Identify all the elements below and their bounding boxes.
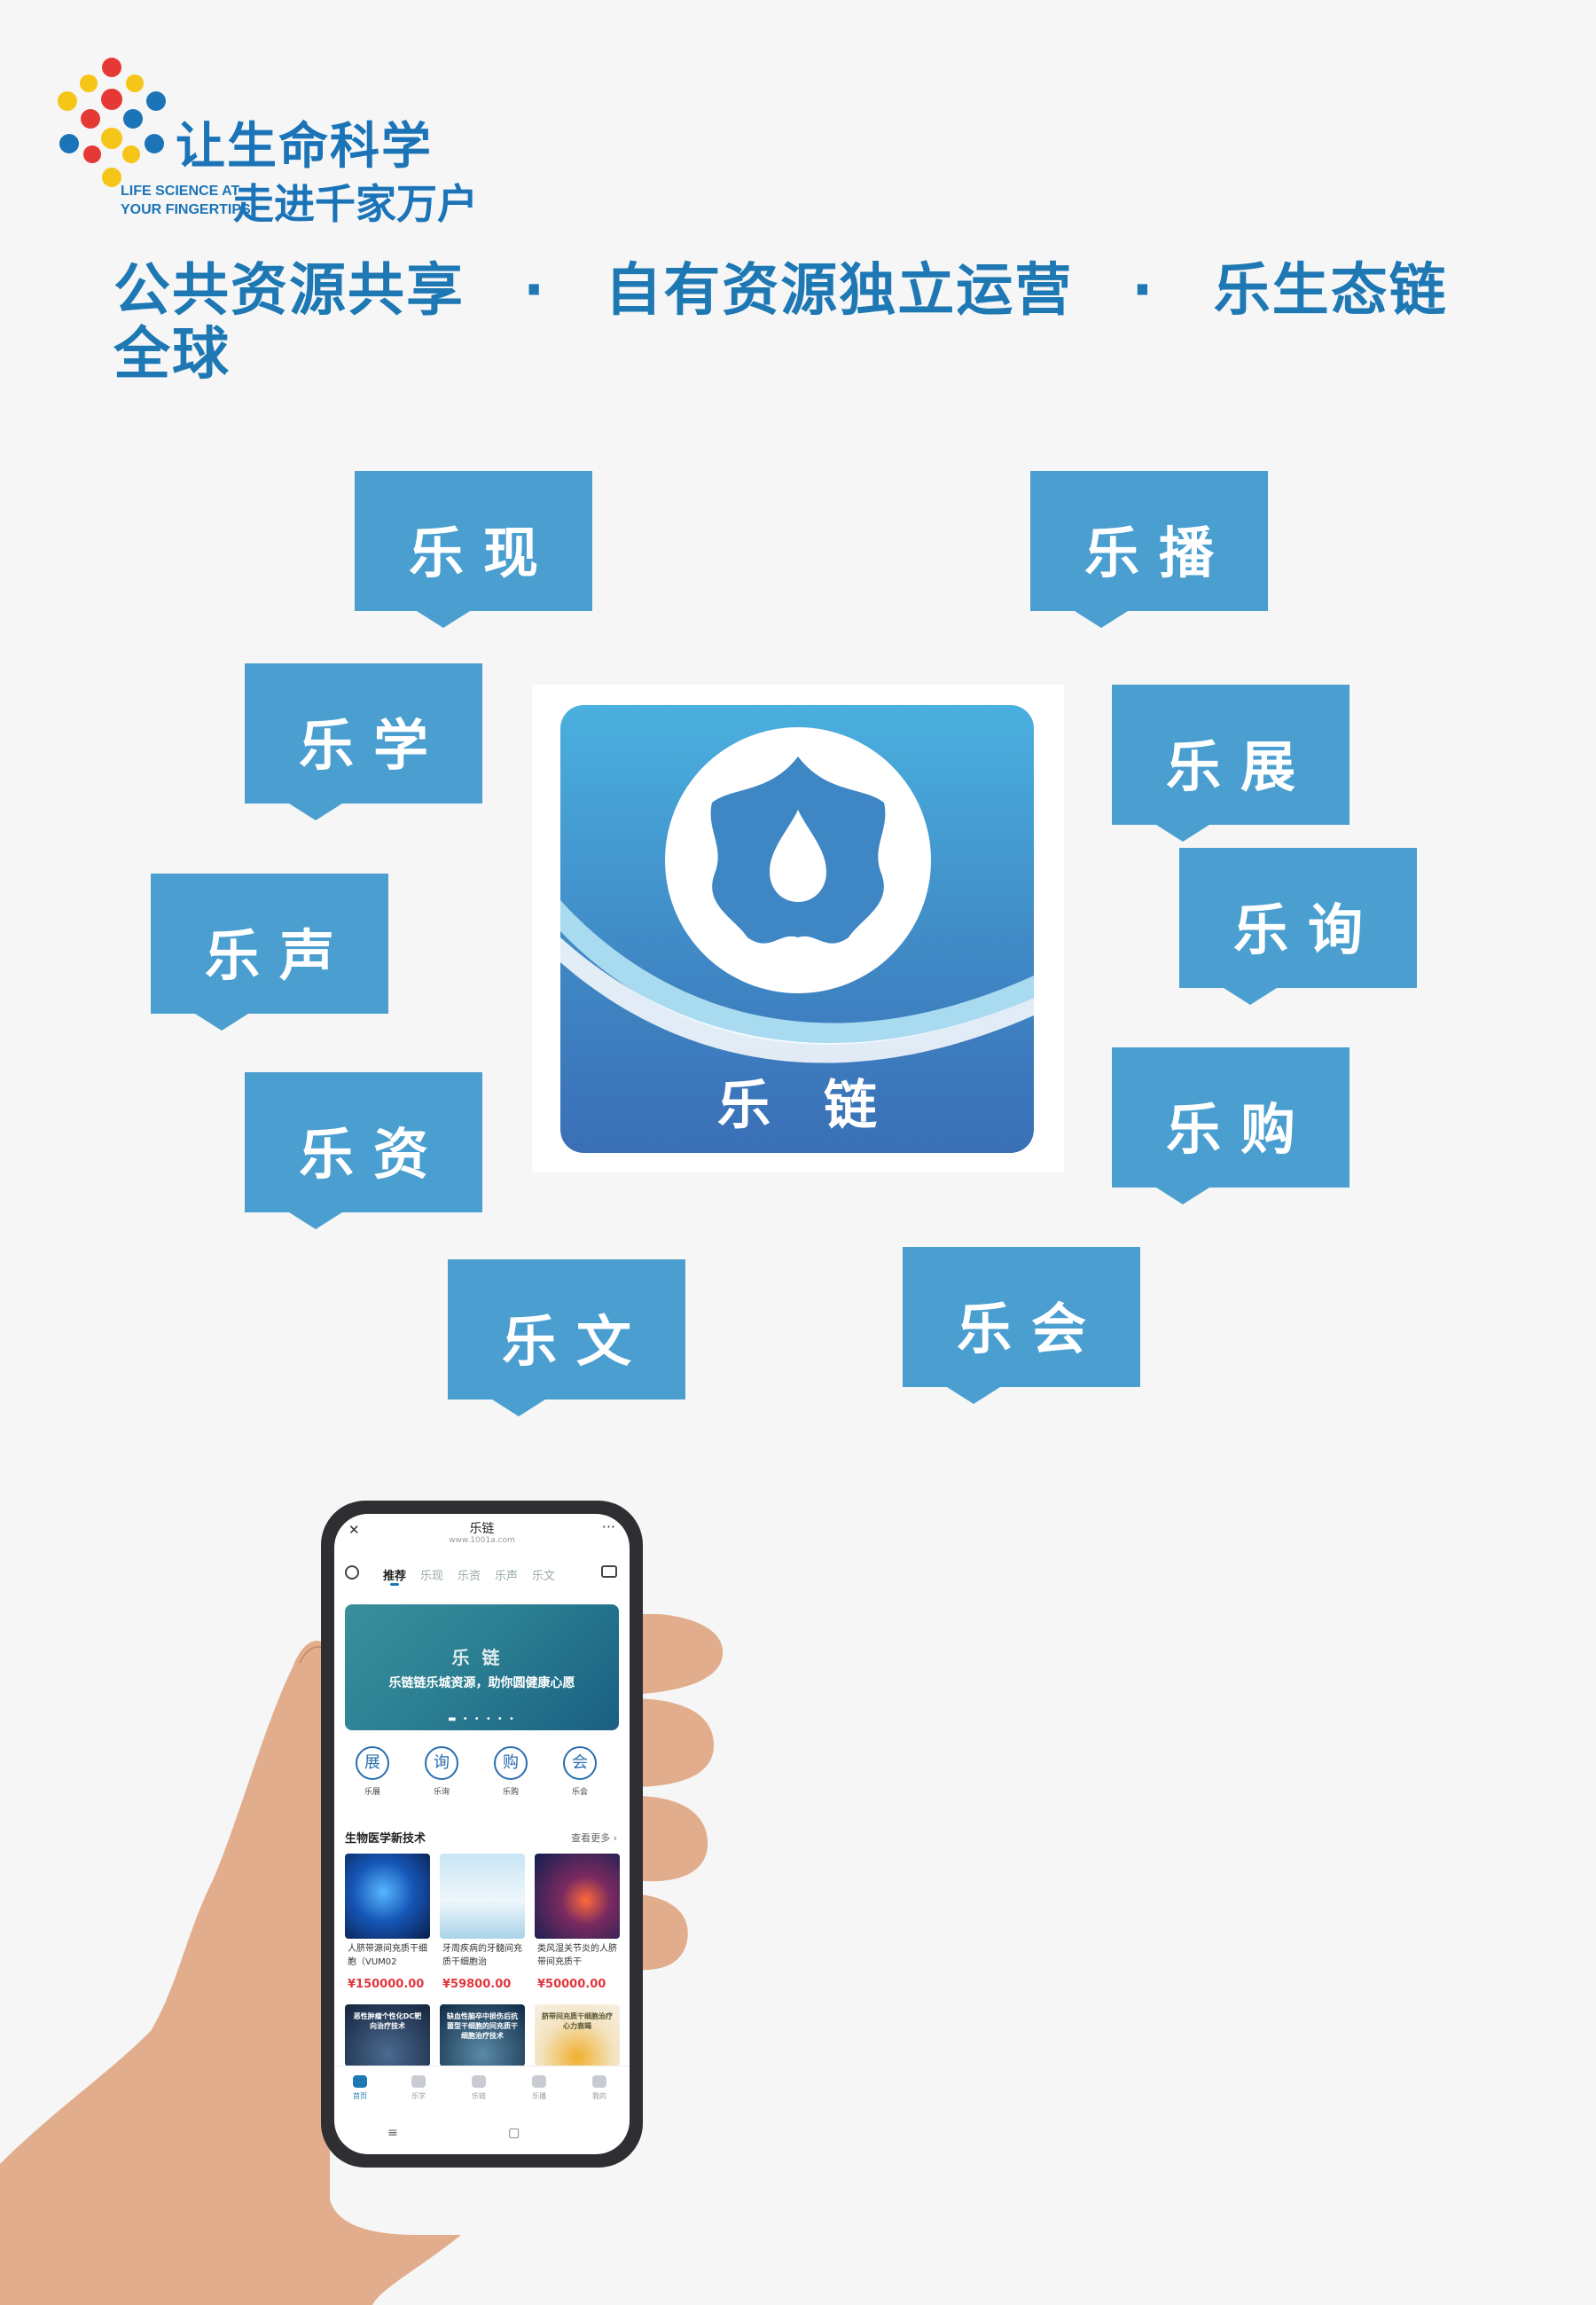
- shortcut-label: 乐询: [433, 1788, 450, 1797]
- active-tab-indicator: [390, 1583, 399, 1586]
- tag-le-xian[interactable]: 乐现: [355, 471, 592, 628]
- banner-text: 乐链链乐城资源，助你圆健康心愿: [388, 1676, 575, 1690]
- logo-english-line1: LIFE SCIENCE AT: [121, 184, 240, 199]
- product-title: 人脐带源间充质干细胞（VUM02: [348, 1944, 427, 1967]
- tag-le-xun[interactable]: 乐询: [1179, 848, 1417, 1005]
- shortcut-label: 乐购: [502, 1788, 519, 1797]
- logo-english-line2: YOUR FINGERTIPS: [121, 202, 251, 217]
- nav-label: 乐学: [411, 2092, 426, 2100]
- product-image: [535, 1854, 620, 1939]
- tag-label: 乐声: [204, 923, 354, 988]
- section-title: 生物医学新技术: [345, 1832, 426, 1846]
- tag-label: 乐资: [298, 1122, 448, 1187]
- product-image: [440, 1854, 525, 1939]
- tab-le-xian[interactable]: 乐现: [420, 1570, 444, 1583]
- tag-le-xue[interactable]: 乐学: [245, 663, 482, 820]
- see-more-link[interactable]: 查看更多 ›: [571, 1832, 617, 1844]
- product-title: 缺血性脑卒中损伤后抗菌型干细胞的间充质干细胞治疗技术: [447, 2012, 518, 2040]
- logo-slogan-line2: 走进千家万户: [233, 180, 478, 228]
- product-price: ¥59800.00: [442, 1978, 512, 1991]
- banner-logo: 乐链: [451, 1647, 512, 1668]
- tag-le-zi[interactable]: 乐资: [245, 1072, 482, 1229]
- product-card[interactable]: 脐带间充质干细胞治疗心力衰竭: [535, 2004, 620, 2066]
- app-logo-icon[interactable]: [560, 705, 1034, 1153]
- logo-english-slogan: LIFE SCIENCE AT YOUR FINGERTIPS: [121, 182, 251, 219]
- tag-le-zhan[interactable]: 乐展: [1112, 685, 1350, 842]
- shortcut-label: 乐展: [364, 1788, 380, 1797]
- tag-le-sheng[interactable]: 乐声: [151, 874, 388, 1031]
- nav-le-bo[interactable]: 乐播: [517, 2075, 561, 2101]
- product-card[interactable]: 类风湿关节炎的人脐带间充质干 ¥50000.00: [535, 1854, 620, 1997]
- tab-le-wen[interactable]: 乐文: [532, 1570, 556, 1583]
- molecule-logo-icon: [58, 58, 166, 187]
- tag-label: 乐学: [298, 713, 448, 778]
- phone-screen: ✕ 乐链 www.1001a.com ··· 推荐 乐现 乐资 乐声 乐文 乐链…: [334, 1514, 630, 2154]
- product-price: ¥50000.00: [537, 1978, 606, 1991]
- nav-label: 乐链: [472, 2092, 486, 2100]
- more-icon[interactable]: ···: [601, 1518, 615, 1535]
- menu-icon[interactable]: [345, 1565, 359, 1580]
- app-name-label: 乐链: [717, 1075, 930, 1137]
- product-title: 类风湿关节炎的人脐带间充质干: [537, 1944, 617, 1967]
- tag-label: 乐购: [1165, 1097, 1315, 1162]
- shortcut-le-hui-icon[interactable]: 会: [563, 1746, 597, 1780]
- shortcut-le-zhan-icon[interactable]: 展: [356, 1746, 389, 1780]
- product-card[interactable]: 恶性肿瘤个性化DC靶向治疗技术: [345, 2004, 430, 2066]
- tag-le-wen[interactable]: 乐文: [448, 1259, 685, 1416]
- tag-label: 乐播: [1084, 521, 1233, 585]
- tag-le-bo[interactable]: 乐播: [1030, 471, 1268, 628]
- product-title: 牙周疾病的牙髓间充质干细胞治: [442, 1944, 522, 1967]
- tab-le-zi[interactable]: 乐资: [458, 1570, 481, 1583]
- tag-label: 乐文: [501, 1309, 651, 1374]
- nav-home[interactable]: 首页: [338, 2075, 382, 2101]
- shortcut-le-xun-icon[interactable]: 询: [425, 1746, 458, 1780]
- product-image: [345, 1854, 430, 1939]
- product-title: 脐带间充质干细胞治疗心力衰竭: [542, 2012, 613, 2030]
- study-icon: [411, 2075, 426, 2088]
- close-icon[interactable]: ✕: [348, 1522, 360, 1538]
- brand-logo: 让生命科学 LIFE SCIENCE AT YOUR FINGERTIPS 走进…: [51, 55, 478, 228]
- user-icon: [592, 2075, 606, 2088]
- shortcut-le-gou-icon[interactable]: 购: [494, 1746, 528, 1780]
- product-card[interactable]: 缺血性脑卒中损伤后抗菌型干细胞的间充质干细胞治疗技术: [440, 2004, 525, 2066]
- tab-le-sheng[interactable]: 乐声: [495, 1570, 519, 1583]
- logo-slogan-line1: 让生命科学: [176, 118, 433, 176]
- video-icon: [532, 2075, 546, 2088]
- product-card[interactable]: 牙周疾病的牙髓间充质干细胞治 ¥59800.00: [440, 1854, 525, 1997]
- phone-page-title: 乐链: [469, 1522, 495, 1536]
- nav-label: 首页: [353, 2092, 367, 2100]
- nav-label: 我的: [592, 2092, 606, 2100]
- system-nav-bar[interactable]: ≡ ▢ ‹: [387, 2126, 630, 2140]
- tag-label: 乐会: [956, 1297, 1106, 1361]
- product-price: ¥150000.00: [348, 1978, 425, 1991]
- promo-banner[interactable]: 乐链 乐链链乐城资源，助你圆健康心愿 ▬ • • • • •: [345, 1604, 619, 1730]
- camera-icon[interactable]: [601, 1565, 617, 1578]
- tag-le-gou[interactable]: 乐购: [1112, 1047, 1350, 1204]
- headline: 公共资源共享 · 自有资源独立运营 · 乐生态链全球: [113, 258, 1448, 388]
- product-title: 恶性肿瘤个性化DC靶向治疗技术: [353, 2012, 422, 2030]
- nav-label: 乐播: [532, 2092, 546, 2100]
- phone-url: www.1001a.com: [449, 1536, 515, 1545]
- nav-mine[interactable]: 我的: [577, 2075, 622, 2101]
- home-icon: [353, 2075, 367, 2088]
- nav-le-xue[interactable]: 乐学: [396, 2075, 441, 2101]
- hand-illustration: [0, 1614, 724, 2305]
- tag-le-hui[interactable]: 乐会: [903, 1247, 1140, 1404]
- tab-recommend[interactable]: 推荐: [383, 1570, 407, 1583]
- nav-le-lian[interactable]: 乐链: [457, 2075, 501, 2101]
- chain-icon: [472, 2075, 486, 2088]
- tag-label: 乐现: [408, 521, 558, 585]
- shortcut-label: 乐会: [571, 1788, 588, 1797]
- tag-label: 乐展: [1165, 734, 1315, 799]
- tag-label: 乐询: [1232, 898, 1382, 962]
- product-card[interactable]: 人脐带源间充质干细胞（VUM02 ¥150000.00: [345, 1854, 430, 1997]
- bottom-nav: 首页 乐学 乐链 乐播 我的: [334, 2066, 630, 2120]
- banner-pager-dots: ▬ • • • • •: [448, 1714, 516, 1724]
